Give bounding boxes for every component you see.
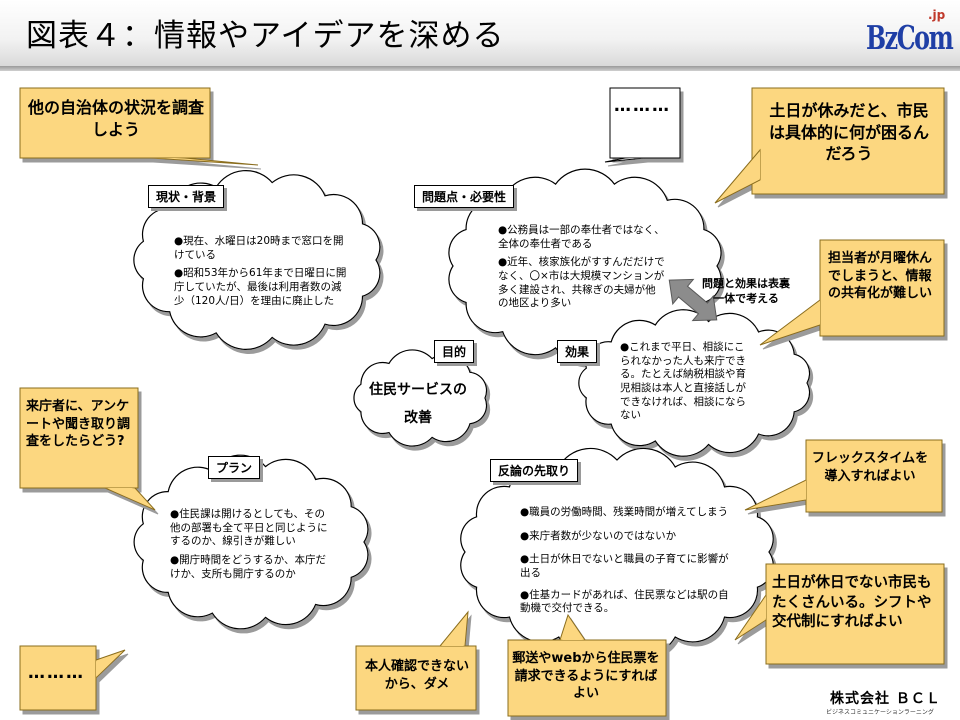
title-divider xyxy=(0,66,960,71)
title-bar xyxy=(0,0,960,66)
cloud-rebuttal xyxy=(460,447,774,657)
callout-box-ellipsis-top xyxy=(604,87,681,163)
list-item: ●住基カードがあれば、住民票などは駅の自動機で交付できる。 xyxy=(520,588,729,615)
problems-list: ●公務員は一部の奉仕者ではなく、全体の奉仕者である ●近年、核家族化がすすんだだ… xyxy=(498,224,666,316)
callout-citizens-weekday: 土日が休日でない市民もたくさんいる。シフトや交代制にすればよい xyxy=(772,575,932,631)
list-item: ●土日が休日でないと職員の子育てに影響が出る xyxy=(520,553,729,579)
label-problems: 問題点・必要性 xyxy=(414,185,515,208)
callout-other-municipalities: 他の自治体の状況を調査しよう xyxy=(28,98,205,139)
list-item: ●現在、水曜日は20時まで窓口を開けている xyxy=(174,235,344,261)
list-item: ●開庁時間をどうするか、本庁だけか、支所も開庁するのか xyxy=(170,553,326,580)
label-purpose: 目的 xyxy=(434,340,475,363)
list-item: ●来庁者数が少ないのではないか xyxy=(520,529,677,542)
logo-suffix: .jp xyxy=(928,8,946,22)
page-title: 図表４：情報やアイデアを深める xyxy=(26,18,505,54)
callout-box-id-check xyxy=(355,610,477,711)
company-name: 株式会社 ＢＣＬ xyxy=(830,691,941,707)
list-item: ●これまで平日、相談にこられなかった人も来庁できる。たとえば納税相談や育児相談は… xyxy=(620,341,746,422)
label-rebuttal: 反論の先取り xyxy=(490,459,579,482)
callout-flextime: フレックスタイムを導入すればよい xyxy=(811,451,929,484)
label-background: 現状・背景 xyxy=(148,185,225,208)
callout-box-share-info xyxy=(759,239,945,346)
logo-wordmark: BzCom xyxy=(866,18,954,57)
cloud-background xyxy=(133,170,381,350)
purpose-text: 住民サービスの改善 xyxy=(369,382,467,426)
double-arrow-icon xyxy=(668,278,718,322)
callout-id-check: 本人確認できないから、ダメ xyxy=(364,659,469,692)
list-item: ●昭和53年から61年まで日曜日に開庁していたが、最後は利用者数の減少（120人… xyxy=(174,267,347,307)
ellipsis-top-text: ……… xyxy=(614,96,671,116)
callout-mail-web: 郵送やwebから住民票を請求できるようにすればよい xyxy=(512,651,660,702)
list-item: ●公務員は一部の奉仕者ではなく、全体の奉仕者である xyxy=(498,224,665,250)
rebuttal-list: ●職員の労働時間、残業時間が増えてしまう ●来庁者数が少ないのではないか ●土日… xyxy=(520,506,738,621)
callout-ellipsis-bottom: ……… xyxy=(28,663,85,683)
effects-list: ●これまで平日、相談にこられなかった人も来庁できる。たとえば納税相談や育児相談は… xyxy=(620,341,754,428)
cloud-plan xyxy=(133,454,369,630)
callout-box-flextime xyxy=(744,439,943,513)
callout-share-info: 担当者が月曜休んでしまうと、情報の共有化が難しい xyxy=(828,251,933,302)
label-plan: プラン xyxy=(208,456,261,479)
callout-box-ellipsis-bottom xyxy=(19,645,126,711)
callout-ellipsis-top: ……… xyxy=(614,96,676,116)
plan-list: ●住民課は開けるとしても、その他の部署も全て平日と同じようにするのか、線引きが難… xyxy=(170,508,330,586)
callout-box-mail-web xyxy=(507,613,667,717)
cloud-effects xyxy=(578,309,811,457)
callout-box-citizens-weekday xyxy=(734,563,945,665)
company-tagline: ビジネスコミュニケーションラーニング xyxy=(826,709,934,716)
callout-box-citizens-weekend xyxy=(714,87,945,204)
link-note: 問題と効果は表裏一体で考える xyxy=(702,277,790,305)
list-item: ●住民課は開けるとしても、その他の部署も全て平日と同じようにするのか、線引きが難… xyxy=(170,508,328,548)
callout-visitor-survey: 来庁者に、アンケートや聞き取り調査をしたらどう? xyxy=(26,399,131,450)
bzcom-logo: BzCom .jp xyxy=(866,6,956,66)
background-list: ●現在、水曜日は20時まで窓口を開けている ●昭和53年から61年まで日曜日に開… xyxy=(174,235,350,313)
list-item: ●職員の労働時間、残業時間が増えてしまう xyxy=(520,506,729,518)
callout-citizens-weekend: 土日が休みだと、市民は具体的に何が困るんだろう xyxy=(768,101,929,164)
callout-box-visitor-survey xyxy=(19,387,156,511)
list-item: ●近年、核家族化がすすんだだけでなく、〇×市は大規模マンションが多く建設され、共… xyxy=(498,256,665,310)
callout-box-other-municipalities xyxy=(19,87,259,166)
label-effects: 効果 xyxy=(557,340,598,363)
